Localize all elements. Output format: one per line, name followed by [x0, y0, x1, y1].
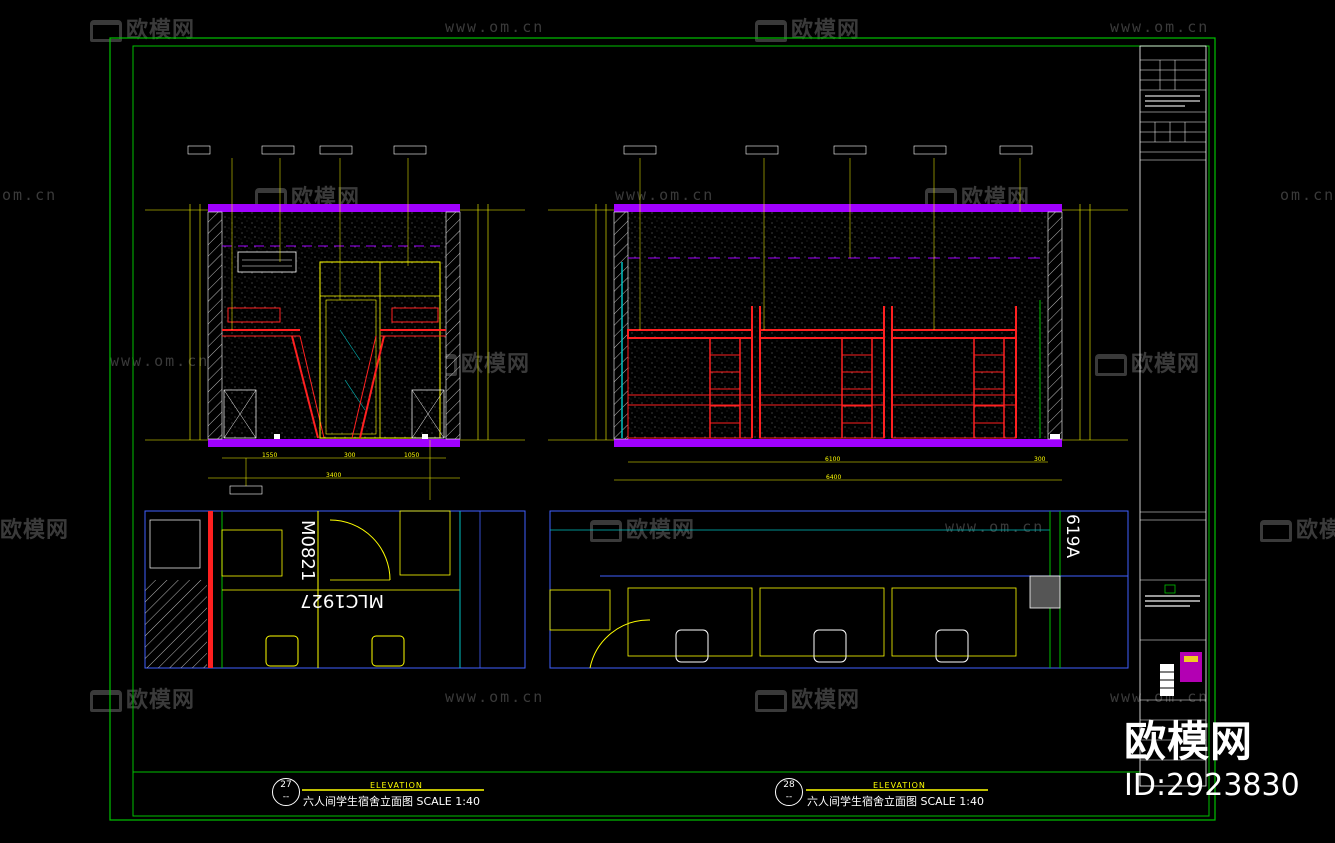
- sofa-logo-icon: [1260, 520, 1292, 542]
- elevation-number-badge: 28--: [775, 778, 803, 806]
- outer-frame: [109, 37, 1216, 821]
- watermark-brand: 欧模网: [755, 682, 860, 714]
- watermark-text: 欧模网: [461, 352, 531, 377]
- sofa-logo-icon: [1095, 354, 1127, 376]
- sofa-logo-icon: [590, 520, 622, 542]
- watermark-url: www.om.cn: [445, 688, 545, 706]
- right-plan: [549, 510, 1129, 669]
- title-block: [1139, 45, 1207, 787]
- inner-frame: [132, 45, 1210, 817]
- watermark-brand: 欧模网: [590, 512, 695, 544]
- watermark-brand: 欧模网: [1260, 512, 1335, 544]
- watermark-text: 欧模网: [791, 688, 861, 713]
- watermark-text: 欧模网: [1296, 518, 1335, 543]
- dimension-label: 1550: [262, 452, 278, 459]
- watermark-text: 欧模网: [126, 18, 196, 43]
- watermark-url: www.om.cn: [445, 18, 545, 36]
- plan-door-label: M0821: [297, 520, 318, 582]
- dimension-label: 300: [1034, 456, 1046, 463]
- elevation-title: 六人间学生宿舍立面图 SCALE 1:40: [303, 795, 480, 808]
- dimension-label: 300: [344, 452, 356, 459]
- left-elevation: [145, 145, 525, 500]
- watermark-brand: 欧模网: [755, 12, 860, 44]
- elevation-number: 28: [783, 780, 795, 790]
- sofa-logo-icon: [90, 20, 122, 42]
- site-logo: 欧模网: [1124, 717, 1254, 766]
- watermark-url: www.om.cn: [945, 518, 1045, 536]
- watermark-text: 欧模网: [126, 688, 196, 713]
- watermark-url: www.om.cn: [110, 352, 210, 370]
- resource-id: ID:2923830: [1124, 768, 1300, 803]
- watermark-url: om.cn: [2, 186, 58, 204]
- sofa-logo-icon: [755, 20, 787, 42]
- elevation-number-badge: 27--: [272, 778, 300, 806]
- elevation-label: ELEVATION: [873, 781, 926, 790]
- watermark-brand: 欧模网: [1095, 346, 1200, 378]
- plan-room-code-label: 619A: [1062, 514, 1082, 559]
- watermark-url: www.om.cn: [1110, 18, 1210, 36]
- watermark-text: 欧模网: [626, 518, 696, 543]
- watermark-text: 欧模网: [791, 18, 861, 43]
- dimension-label: 6400: [826, 474, 842, 481]
- dimension-label: 1050: [404, 452, 420, 459]
- dimension-label: 3400: [326, 472, 342, 479]
- dimension-label: 6100: [825, 456, 841, 463]
- sofa-logo-icon: [90, 690, 122, 712]
- watermark-url: om.cn: [1280, 186, 1335, 204]
- watermark-url: www.om.cn: [615, 186, 715, 204]
- elevation-number: 27: [280, 780, 292, 790]
- elevation-title: 六人间学生宿舍立面图 SCALE 1:40: [807, 795, 984, 808]
- watermark-text: 欧模网: [1131, 352, 1201, 377]
- elevation-label: ELEVATION: [370, 781, 423, 790]
- plan-door-code-label: MLC1927: [300, 590, 384, 611]
- right-elevation: [548, 145, 1128, 481]
- watermark-brand: 欧模网: [90, 12, 195, 44]
- watermark-brand: 欧模网: [0, 518, 70, 543]
- left-plan: [144, 510, 526, 669]
- sofa-logo-icon: [755, 690, 787, 712]
- watermark-url: www.om.cn: [1110, 688, 1210, 706]
- watermark-brand: 欧模网: [90, 682, 195, 714]
